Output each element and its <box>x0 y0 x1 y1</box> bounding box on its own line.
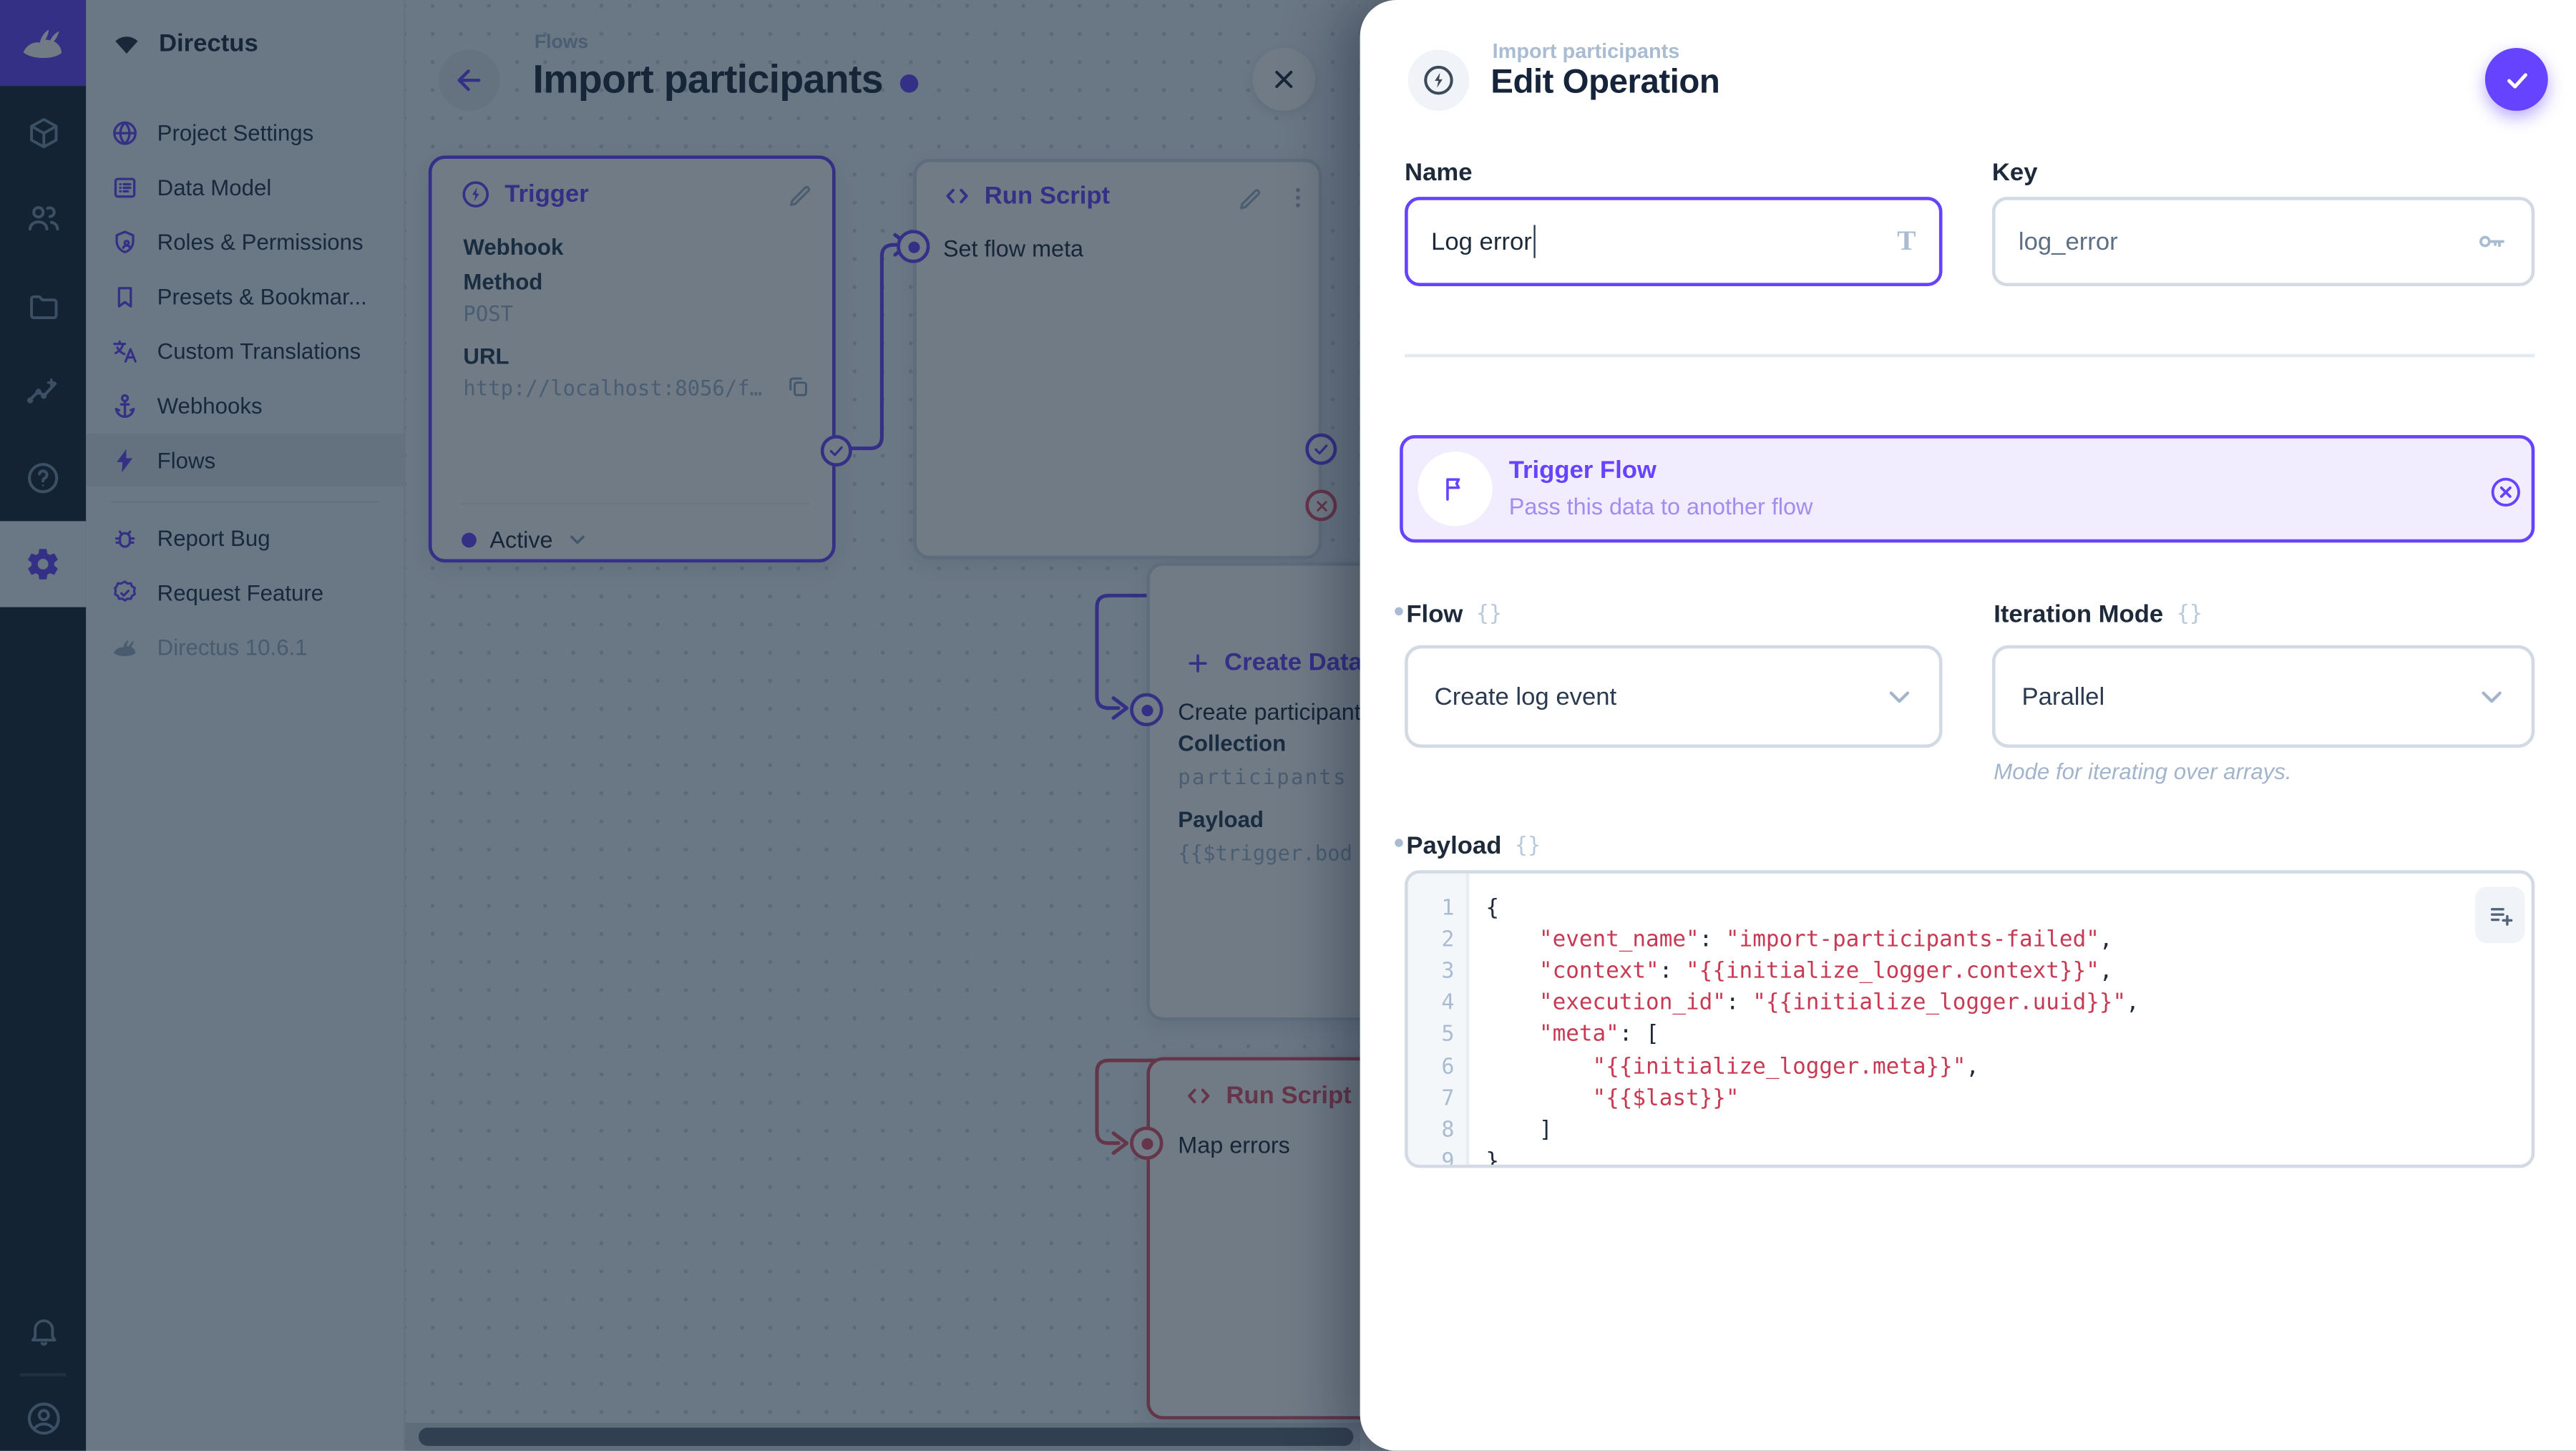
trigger-flow-banner[interactable]: Trigger Flow Pass this data to another f… <box>1400 435 2535 543</box>
name-input[interactable]: Log error T <box>1405 197 1943 287</box>
line-number: 2 <box>1441 928 1455 954</box>
check-icon <box>2506 72 2527 88</box>
title-format-icon[interactable]: T <box>1897 225 1916 257</box>
name-label: Name <box>1405 158 1473 187</box>
key-label: Key <box>1991 158 2038 187</box>
code-line[interactable]: "meta": [ <box>1538 1022 1659 1048</box>
text-caret <box>1533 225 1536 258</box>
edit-operation-drawer: Import participants Edit Operation Name … <box>1360 0 2576 1451</box>
code-line[interactable]: "event_name": "import-participants-faile… <box>1538 928 2113 954</box>
flow-select[interactable]: Create log event <box>1405 645 1943 748</box>
payload-code-editor[interactable]: 1 2 3 4 5 6 7 8 9 { "event_name": "import-partic… <box>1405 870 2535 1168</box>
code-line[interactable]: "execution_id": "{{initialize_logger.uui… <box>1538 991 2140 1017</box>
line-number: 1 <box>1441 897 1455 922</box>
raw-value-icon[interactable]: {} <box>2176 602 2202 627</box>
iteration-mode-label: Iteration Mode{} <box>1994 600 2202 629</box>
line-number: 7 <box>1441 1086 1455 1111</box>
required-dot <box>1395 839 1403 847</box>
line-number: 9 <box>1441 1149 1455 1168</box>
divider <box>1405 353 2535 358</box>
raw-value-icon[interactable]: {} <box>1514 834 1541 859</box>
code-line[interactable]: { <box>1485 897 1499 922</box>
line-number: 6 <box>1441 1055 1455 1080</box>
code-line[interactable]: "{{initialize_logger.meta}}", <box>1592 1055 1980 1080</box>
line-number: 8 <box>1441 1118 1455 1143</box>
key-input[interactable]: log_error <box>1991 197 2535 287</box>
field-note: Mode for iterating over arrays. <box>1994 759 2292 784</box>
drawer-breadcrumb[interactable]: Import participants <box>1492 39 1680 63</box>
code-line[interactable]: "context": "{{initialize_logger.context}… <box>1538 959 2113 985</box>
editor-options-button[interactable] <box>2475 886 2525 943</box>
code-line[interactable]: } <box>1485 1149 1499 1168</box>
chevron-down-icon <box>1889 691 1910 703</box>
code-line[interactable]: "{{$last}}" <box>1592 1086 1740 1111</box>
list-add-icon <box>2489 907 2512 925</box>
banner-title: Trigger Flow <box>1508 456 1657 485</box>
payload-label: Payload{} <box>1406 832 1541 861</box>
bolt-circle-icon <box>1424 65 1453 95</box>
line-number: 5 <box>1441 1022 1455 1048</box>
flag-icon <box>1446 478 1460 501</box>
required-dot <box>1395 607 1403 616</box>
line-number: 3 <box>1441 959 1455 985</box>
key-icon <box>2479 235 2504 248</box>
drawer-title: Edit Operation <box>1491 62 1720 102</box>
iteration-mode-select[interactable]: Parallel <box>1991 645 2535 748</box>
operation-icon <box>1407 49 1470 111</box>
flag-icon-circle <box>1418 451 1493 527</box>
cancel-circle-icon[interactable] <box>2489 475 2524 510</box>
editor-gutter: 1 2 3 4 5 6 7 8 9 <box>1407 873 1470 1168</box>
line-number: 4 <box>1441 991 1455 1017</box>
banner-subtitle: Pass this data to another flow <box>1508 493 1813 520</box>
chevron-down-icon <box>2482 691 2502 703</box>
done-button[interactable] <box>2484 48 2548 111</box>
flow-label: Flow{} <box>1406 600 1503 629</box>
raw-value-icon[interactable]: {} <box>1475 602 1503 627</box>
code-line[interactable]: ] <box>1485 1118 1553 1143</box>
